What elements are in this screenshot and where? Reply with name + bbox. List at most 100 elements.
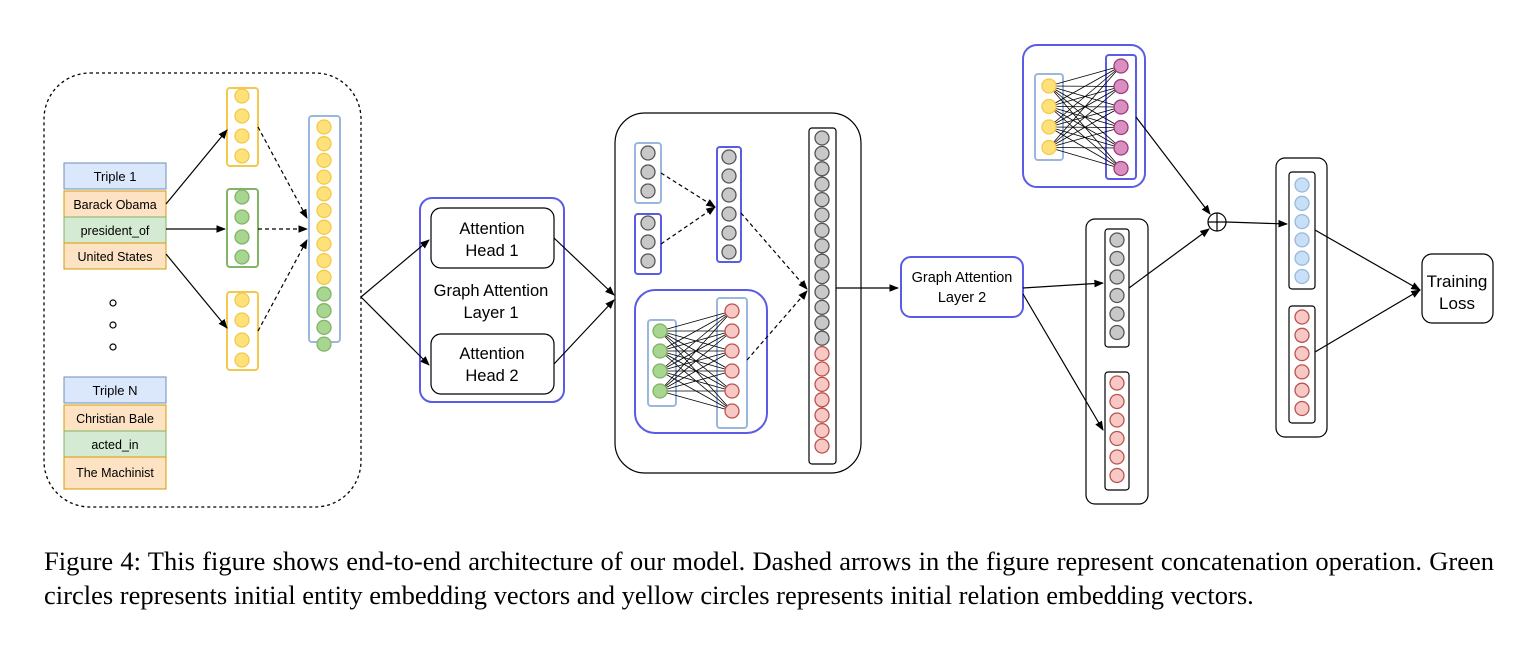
attention-edge xyxy=(659,350,733,392)
middle-concat-circle xyxy=(814,299,830,316)
middle-concat-circle xyxy=(814,161,830,177)
output-gray-circle xyxy=(1109,306,1125,322)
attention-edge xyxy=(1048,127,1122,148)
loss-arrows xyxy=(1314,229,1421,353)
gray-b-circle xyxy=(640,215,656,231)
gray-b-circle xyxy=(640,234,656,250)
graph-attention-layer-2-box xyxy=(900,256,1024,318)
final-blue-circle xyxy=(1294,213,1310,230)
middle-concat-circle xyxy=(814,222,830,239)
attention-edge xyxy=(1048,106,1122,148)
gray-a-circle xyxy=(640,183,656,199)
middle-red-circle xyxy=(724,303,740,319)
tail-entity-circle xyxy=(234,352,250,368)
embedding-circles xyxy=(234,58,1310,484)
output-red-circle xyxy=(1109,412,1125,428)
middle-green-circle xyxy=(652,383,668,399)
concatenated-circle xyxy=(316,319,332,336)
layer-2-line1: Graph Attention xyxy=(912,270,1013,286)
attention-head-1-line1: Attention xyxy=(459,220,524,238)
attention-head-2-line1: Attention xyxy=(459,345,524,363)
gray-c-circle xyxy=(721,244,737,260)
middle-concat-circle xyxy=(814,345,830,362)
middle-dashed-arrows xyxy=(660,172,808,361)
triple-to-vector-arrows xyxy=(165,129,228,329)
tail-entity-circle xyxy=(234,332,250,348)
relation-pink-circle xyxy=(1113,58,1129,74)
final-red-frame xyxy=(1288,305,1316,424)
concatenated-circle xyxy=(316,269,332,285)
concatenated-circle xyxy=(316,202,332,219)
final-panel xyxy=(1275,157,1328,438)
middle-concat-circle xyxy=(814,191,830,208)
output-red-circle xyxy=(1109,393,1125,410)
middle-concat-circle xyxy=(814,284,830,300)
relation-yellow-circle xyxy=(1041,139,1057,156)
relation-pink-circle xyxy=(1113,99,1129,115)
attention-head-2-box xyxy=(430,333,555,395)
concatenated-circle xyxy=(316,219,332,235)
relation-pink-circle xyxy=(1113,160,1129,177)
final-red-circle xyxy=(1294,382,1310,398)
attention-head-2-line2: Head 2 xyxy=(465,367,518,385)
relation-pink-circle xyxy=(1113,119,1129,136)
output-panel xyxy=(1085,218,1149,505)
middle-concat-circle xyxy=(814,268,830,285)
triple-1-header: Triple 1 xyxy=(94,169,137,184)
final-red-circle xyxy=(1294,400,1310,417)
concatenated-circle xyxy=(316,252,332,269)
attention-edge xyxy=(659,390,733,412)
middle-concat-circle xyxy=(814,145,830,162)
output-red-circle xyxy=(1109,467,1125,484)
relation-yellow-circle xyxy=(1041,78,1057,94)
middle-concat-circle xyxy=(814,253,830,269)
relation-pink-circle xyxy=(1113,78,1129,95)
training-loss-box xyxy=(1421,253,1494,324)
middle-red-circle xyxy=(724,383,740,399)
relation-transform-mesh xyxy=(1048,65,1122,169)
relation-circle xyxy=(234,249,250,265)
relation-circle xyxy=(234,209,250,225)
middle-concat-circle xyxy=(814,130,830,146)
tail-entity-circle xyxy=(234,312,250,328)
concatenated-circle xyxy=(316,186,332,202)
middle-inner-attention-box xyxy=(634,289,768,434)
output-red-circle xyxy=(1109,430,1125,447)
output-red-circle xyxy=(1109,449,1125,465)
gray-c-circle xyxy=(721,206,737,222)
triple-n-header: Triple N xyxy=(92,383,137,398)
gray-c-circle xyxy=(721,225,737,241)
head-entity-circle xyxy=(234,128,250,144)
middle-green-circle xyxy=(652,363,668,379)
layer-2-output-arrows xyxy=(1022,279,1104,431)
middle-concat-circle xyxy=(814,315,830,331)
sum-node xyxy=(1207,212,1227,232)
triple-n-table: Triple N Christian Bale acted_in The Mac… xyxy=(63,376,167,490)
output-gray-circle xyxy=(1109,287,1125,304)
final-red-circle xyxy=(1294,345,1310,362)
attention-edge xyxy=(1048,147,1122,169)
gray-a-circle xyxy=(640,145,656,161)
triple-1-relation: president_of xyxy=(81,224,150,238)
final-blue-circle xyxy=(1294,177,1310,193)
triple-1-head-entity: Barack Obama xyxy=(73,198,156,212)
architecture-diagram: Triple 1 Barack Obama president_of Unite… xyxy=(43,44,1494,508)
final-blue-circle xyxy=(1294,232,1310,248)
relation-yellow-circle xyxy=(1041,119,1057,135)
concatenation-dashed-arrows xyxy=(257,126,308,332)
gray-b-circle xyxy=(640,253,656,269)
middle-concat-circle xyxy=(814,438,830,454)
middle-attention-mesh xyxy=(659,310,733,412)
middle-green-vector-frame xyxy=(647,319,677,407)
concatenated-circle xyxy=(316,169,332,185)
final-red-circle xyxy=(1294,309,1310,325)
output-red-frame xyxy=(1104,371,1130,491)
attention-edge xyxy=(659,310,733,332)
attention-head-1-line2: Head 1 xyxy=(465,242,518,260)
concatenated-circle xyxy=(316,136,332,152)
attention-edge xyxy=(1048,65,1122,128)
relation-vector-frame xyxy=(226,188,259,268)
relation-circle xyxy=(234,229,250,245)
concatenated-circle xyxy=(316,236,332,252)
relation-yellow-circle xyxy=(1041,98,1057,115)
